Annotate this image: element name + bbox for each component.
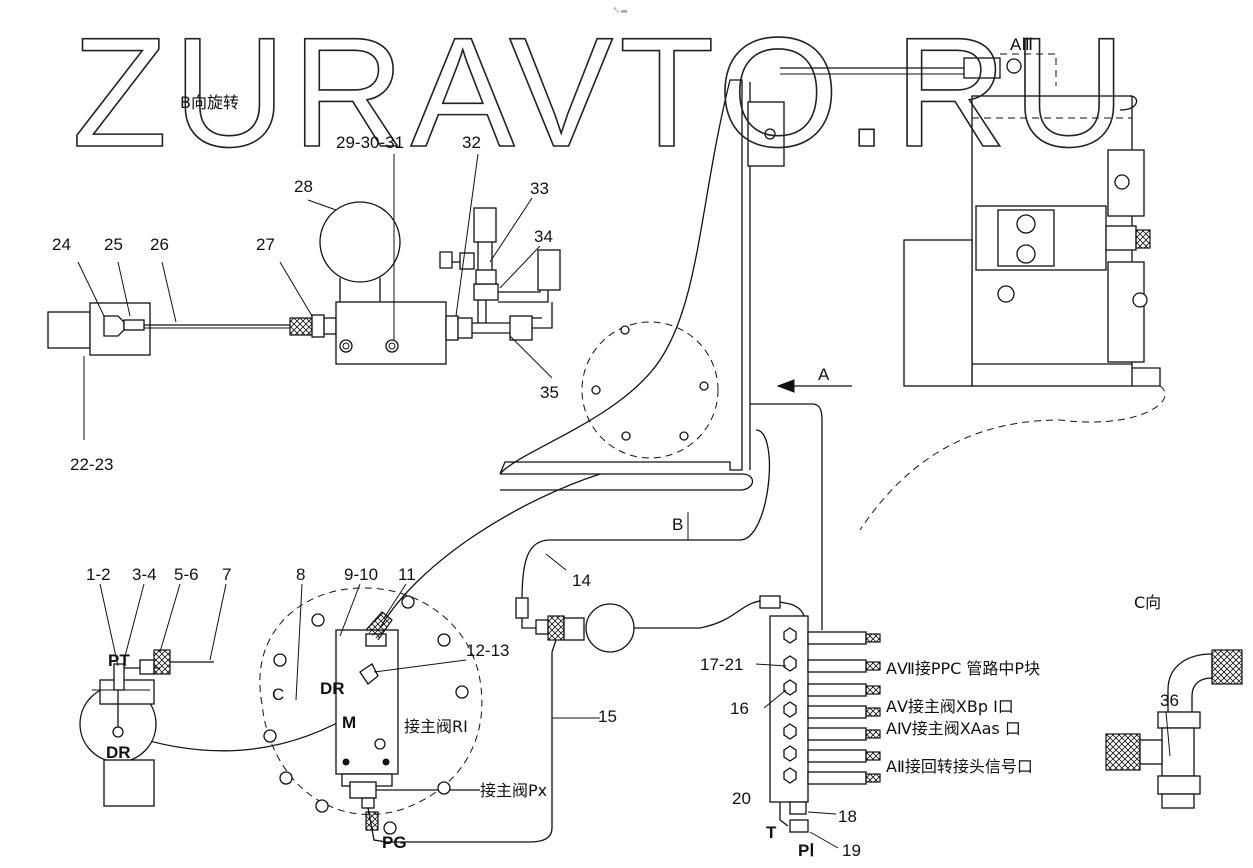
view-label-b-rotation: B向旋转: [180, 93, 239, 112]
conn-label-a2: AⅡ接回转接头信号口: [886, 757, 1033, 776]
part-12-13-fitting: [359, 663, 379, 685]
callout-5-6: 5-6: [174, 565, 199, 584]
port-label-m: M: [342, 713, 356, 732]
conn-label-main-r1: 接主阀RⅠ: [404, 717, 468, 736]
part-27-fitting: [289, 317, 313, 336]
callout-15: 15: [598, 707, 617, 726]
part-36-elbow: [1105, 649, 1243, 809]
callout-22-23: 22-23: [70, 455, 113, 474]
callout-24: 24: [52, 235, 71, 254]
callout-32: 32: [462, 133, 481, 152]
port-label-dr-block: DR: [320, 679, 345, 698]
port-label-dr-pump: DR: [106, 743, 131, 762]
callout-29-30-31: 29-30-31: [336, 133, 404, 152]
callout-35: 35: [540, 383, 559, 402]
top-mark: ⁰₀ ₐₐₐ: [614, 7, 628, 14]
view-mark-c: C: [272, 685, 284, 704]
view-mark-b: B: [672, 515, 683, 534]
callout-7: 7: [222, 565, 231, 584]
part-33-fitting: [475, 269, 497, 285]
plate-c-outline: [259, 587, 483, 815]
callout-26: 26: [150, 235, 169, 254]
tube-dr-to-bracket: [379, 473, 601, 629]
callout-27: 27: [256, 235, 275, 254]
port-label-t: T: [766, 823, 777, 842]
part-11-fitting: [365, 611, 393, 641]
part-24-nut: [103, 315, 125, 337]
part-29-31-block: [335, 301, 447, 365]
part-34-tee: [473, 283, 499, 301]
leader-lines: [77, 153, 1171, 849]
conn-label-a5: AⅤ接主阀XBp Ⅰ口: [886, 697, 1014, 716]
view-label-a: A: [818, 365, 830, 384]
bracket-circle: [581, 321, 719, 459]
tube-to-manifold: [750, 403, 823, 630]
callout-11: 11: [398, 565, 416, 584]
callout-3-4: 3-4: [132, 565, 157, 584]
callout-12-13: 12-13: [466, 641, 509, 660]
conn-label-a4: AⅣ接主阀XAas 口: [886, 719, 1021, 738]
part-32-fitting: [445, 315, 459, 341]
callout-17-21: 17-21: [700, 655, 743, 674]
callout-36: 36: [1160, 691, 1179, 710]
conn-label-main-px: 接主阀Px: [480, 781, 547, 800]
callout-9-10: 9-10: [344, 565, 378, 584]
port-label-a3: AⅢ: [1010, 35, 1033, 54]
callout-16: 16: [730, 699, 749, 718]
part-35-union: [509, 315, 533, 341]
piping-lines: [119, 403, 823, 843]
callout-1-2: 1-2: [86, 565, 111, 584]
accumulator-group: [515, 595, 781, 653]
tube-b-line: [521, 429, 771, 601]
callout-33: 33: [530, 179, 549, 198]
view-arrow-a: A: [776, 365, 852, 393]
pump-assembly: [79, 649, 214, 807]
block-m: [335, 629, 399, 775]
arrow-head-icon: [776, 379, 795, 393]
plate-c-assembly: [259, 587, 483, 843]
view-label-c: C向: [1134, 593, 1161, 612]
part-28-accumulator: [319, 201, 401, 283]
manifold-16: [769, 615, 881, 833]
callout-20: 20: [732, 789, 751, 808]
part-22-23-body: [47, 311, 91, 349]
port-label-pg: PG: [382, 833, 407, 852]
main-valve-assembly: [780, 53, 1166, 531]
callout-25: 25: [104, 235, 123, 254]
mounting-bracket: [499, 79, 785, 491]
callout-19: 19: [842, 841, 861, 860]
bracket-outline: [499, 79, 743, 475]
part-25-connector: [123, 319, 145, 331]
watermark-text: ZURAVTO.RU: [72, 6, 1132, 180]
callout-28: 28: [294, 177, 313, 196]
port-label-p1: PⅠ: [798, 841, 814, 860]
conn-label-a7: AⅦ接PPC 管路中P块: [886, 659, 1040, 678]
callout-18: 18: [838, 807, 857, 826]
callout-14: 14: [572, 571, 591, 590]
port-label-pt: PT: [108, 651, 130, 670]
pressure-switch-assembly: [47, 201, 561, 365]
accumulator: [585, 603, 635, 653]
callout-34: 34: [534, 227, 553, 246]
callout-8: 8: [296, 565, 305, 584]
tube-15: [386, 652, 553, 843]
